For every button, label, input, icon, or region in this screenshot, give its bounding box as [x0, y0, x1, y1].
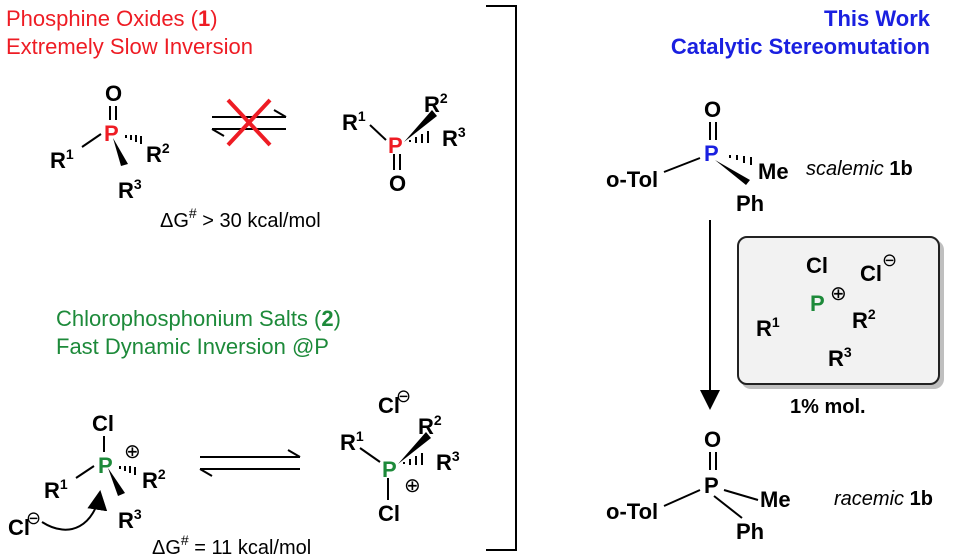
positive-charge: ⊕ [404, 475, 421, 497]
section-bracket [486, 5, 517, 551]
substituent-r3: R3 [118, 506, 142, 533]
negative-charge: ⊖ [882, 250, 898, 270]
p-r3-wedge [113, 138, 128, 166]
red-cross-2 [226, 98, 272, 147]
atom-phosphorus: P [704, 473, 719, 498]
atom-phosphorus: P [388, 133, 403, 158]
heading-slow-inversion: Extremely Slow Inversion [6, 34, 253, 59]
atom-phosphorus: P [382, 457, 397, 482]
substituent-o-tol: o-Tol [606, 499, 659, 524]
substituent-r2: R2 [142, 466, 166, 493]
substituent-r1: R1 [50, 146, 74, 173]
scalemic-label: scalemic 1b [806, 158, 913, 180]
heading-fast-inversion: Fast Dynamic Inversion @P [56, 334, 329, 359]
chloride-anion: Cl [8, 515, 30, 540]
positive-charge: ⊕ [124, 441, 141, 463]
p-r2-hash [125, 135, 142, 144]
substituent-r2: R2 [852, 306, 876, 333]
substituent-r1: R1 [44, 476, 68, 503]
substituent-r3: R3 [118, 176, 142, 203]
atom-phosphorus: P [98, 453, 113, 478]
catalyst-loading: 1% mol. [790, 396, 866, 418]
substituent-r2: R2 [424, 90, 448, 117]
atom-oxygen: O [704, 97, 722, 122]
oxide-barrier: ΔG# > 30 kcal/mol [160, 205, 321, 232]
heading-phosphine-oxides: Phosphine Oxides (1) [6, 6, 218, 31]
chloride-anion: Cl [860, 261, 882, 286]
atom-oxygen: O [389, 171, 407, 196]
substituent-r3: R3 [442, 124, 466, 151]
atom-phosphorus: P [810, 291, 825, 316]
substituent-r3: R3 [436, 448, 460, 475]
nucleophile-arrow [41, 490, 108, 531]
atom-chlorine: Cl [806, 253, 828, 278]
negative-charge: ⊖ [26, 508, 42, 528]
substituent-me: Me [758, 159, 789, 184]
atom-chlorine: Cl [92, 411, 114, 436]
p-r1-bond [81, 133, 102, 148]
catalyst-box [737, 236, 940, 385]
substituent-r2: R2 [146, 140, 170, 167]
substituent-ph: Ph [736, 519, 765, 544]
heading-catalytic-stereomutation: Catalytic Stereomutation [670, 34, 930, 59]
atom-oxygen: O [704, 427, 722, 452]
heading-this-work: This Work [824, 6, 930, 31]
heading-chlorophosphonium: Chlorophosphonium Salts (2) [56, 306, 341, 331]
salt-barrier: ΔG# = 11 kcal/mol [152, 532, 312, 557]
substituent-me: Me [760, 487, 791, 512]
atom-phosphorus: P [704, 141, 719, 166]
chloride-anion: Cl [378, 393, 400, 418]
atom-oxygen: O [105, 81, 123, 106]
negative-charge: ⊖ [396, 386, 412, 406]
atom-chlorine: Cl [378, 501, 400, 526]
substituent-r1: R1 [340, 428, 364, 455]
racemic-label: racemic 1b [834, 488, 933, 510]
substituent-r1: R1 [756, 314, 780, 341]
substituent-r1: R1 [342, 108, 366, 135]
substituent-r2: R2 [418, 412, 442, 439]
positive-charge: ⊕ [830, 283, 847, 305]
substituent-r3: R3 [828, 344, 852, 371]
atom-phosphorus: P [104, 121, 119, 146]
substituent-o-tol: o-Tol [606, 167, 659, 192]
substituent-ph: Ph [736, 191, 765, 216]
